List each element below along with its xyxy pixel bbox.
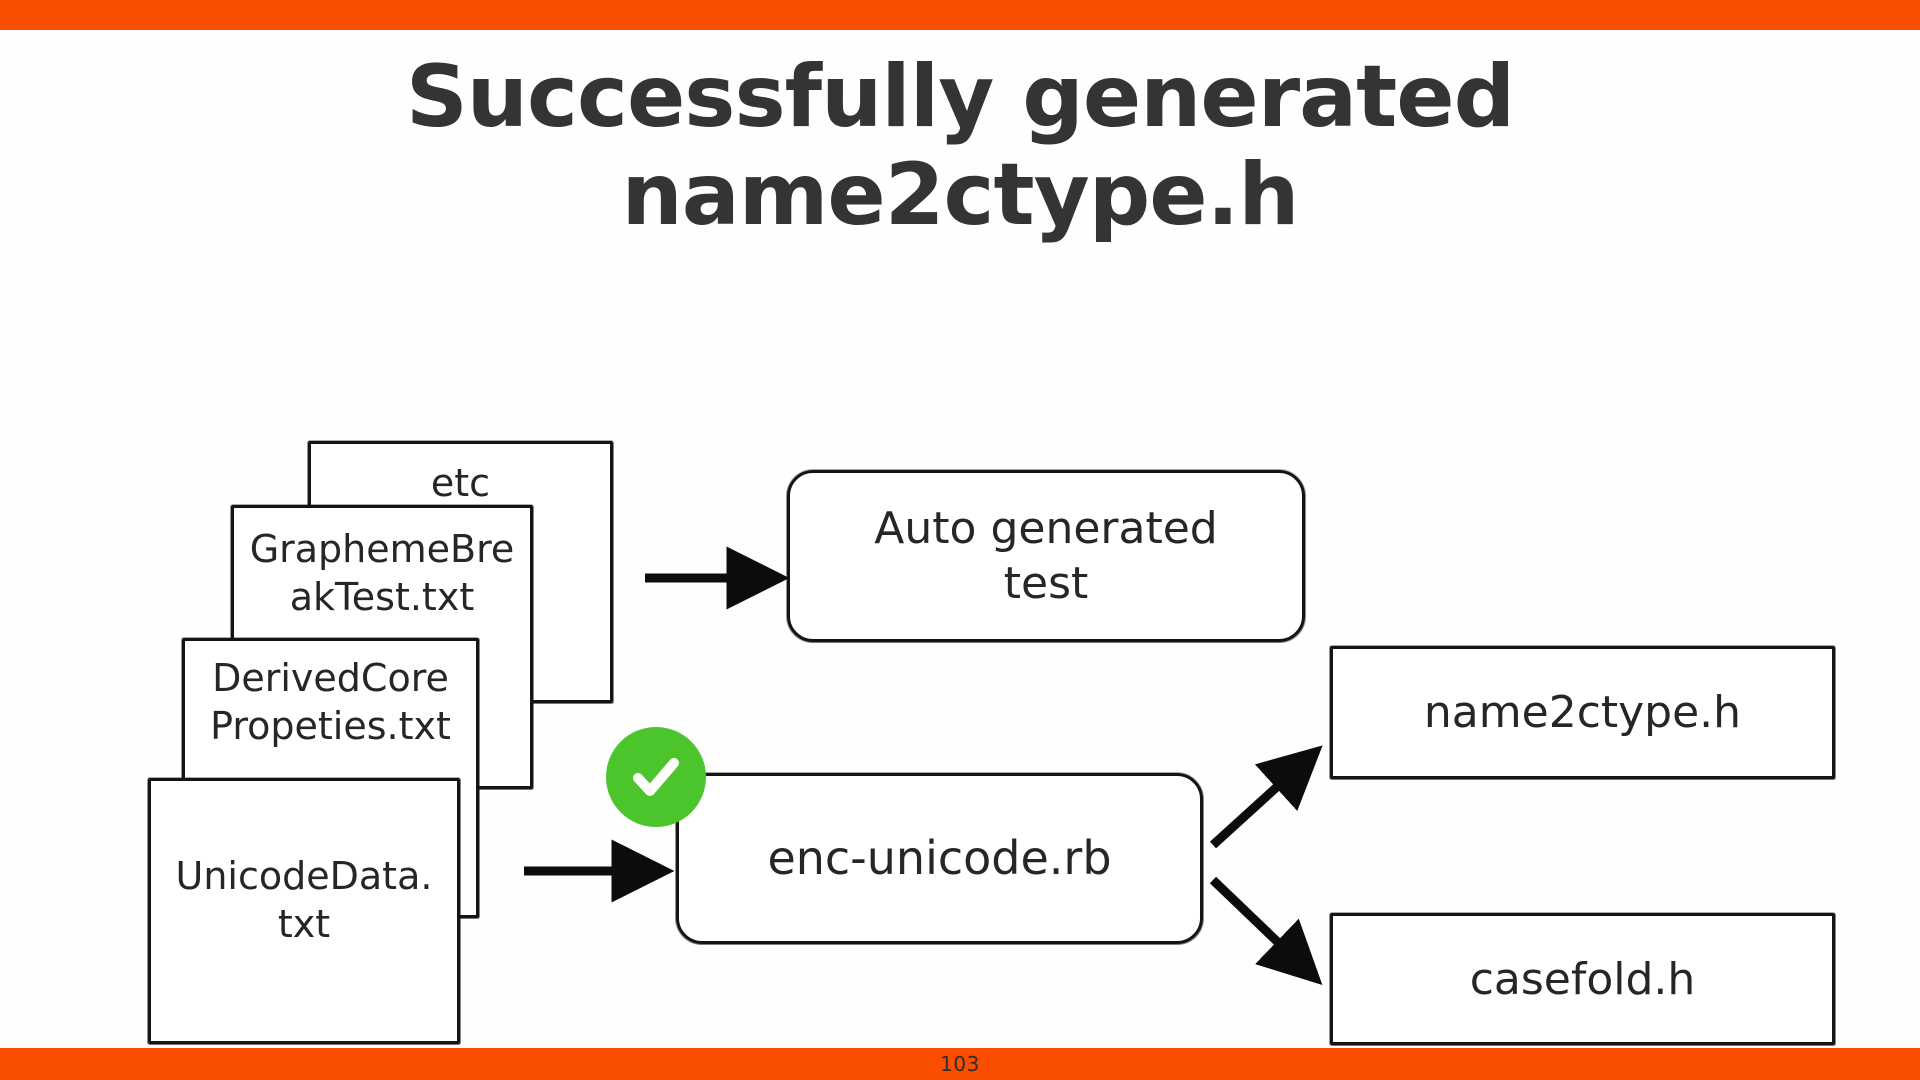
top-accent-bar (0, 0, 1920, 30)
doc-unicodedata: UnicodeData. txt (148, 778, 460, 1044)
page-number: 103 (940, 1052, 980, 1076)
arrow-enc-to-casefold (1209, 876, 1323, 985)
auto-generated-test: Auto generated test (787, 470, 1305, 642)
check-circle-icon (606, 727, 706, 827)
casefold-h: casefold.h (1330, 913, 1835, 1045)
bottom-accent-bar (0, 1048, 1920, 1080)
arrow-enc-to-name2ctype (1209, 745, 1323, 849)
name2ctype-h: name2ctype.h (1330, 646, 1835, 779)
enc-unicode-rb: enc-unicode.rb (676, 773, 1203, 944)
page-title: Successfully generated name2ctype.h (405, 47, 1515, 246)
